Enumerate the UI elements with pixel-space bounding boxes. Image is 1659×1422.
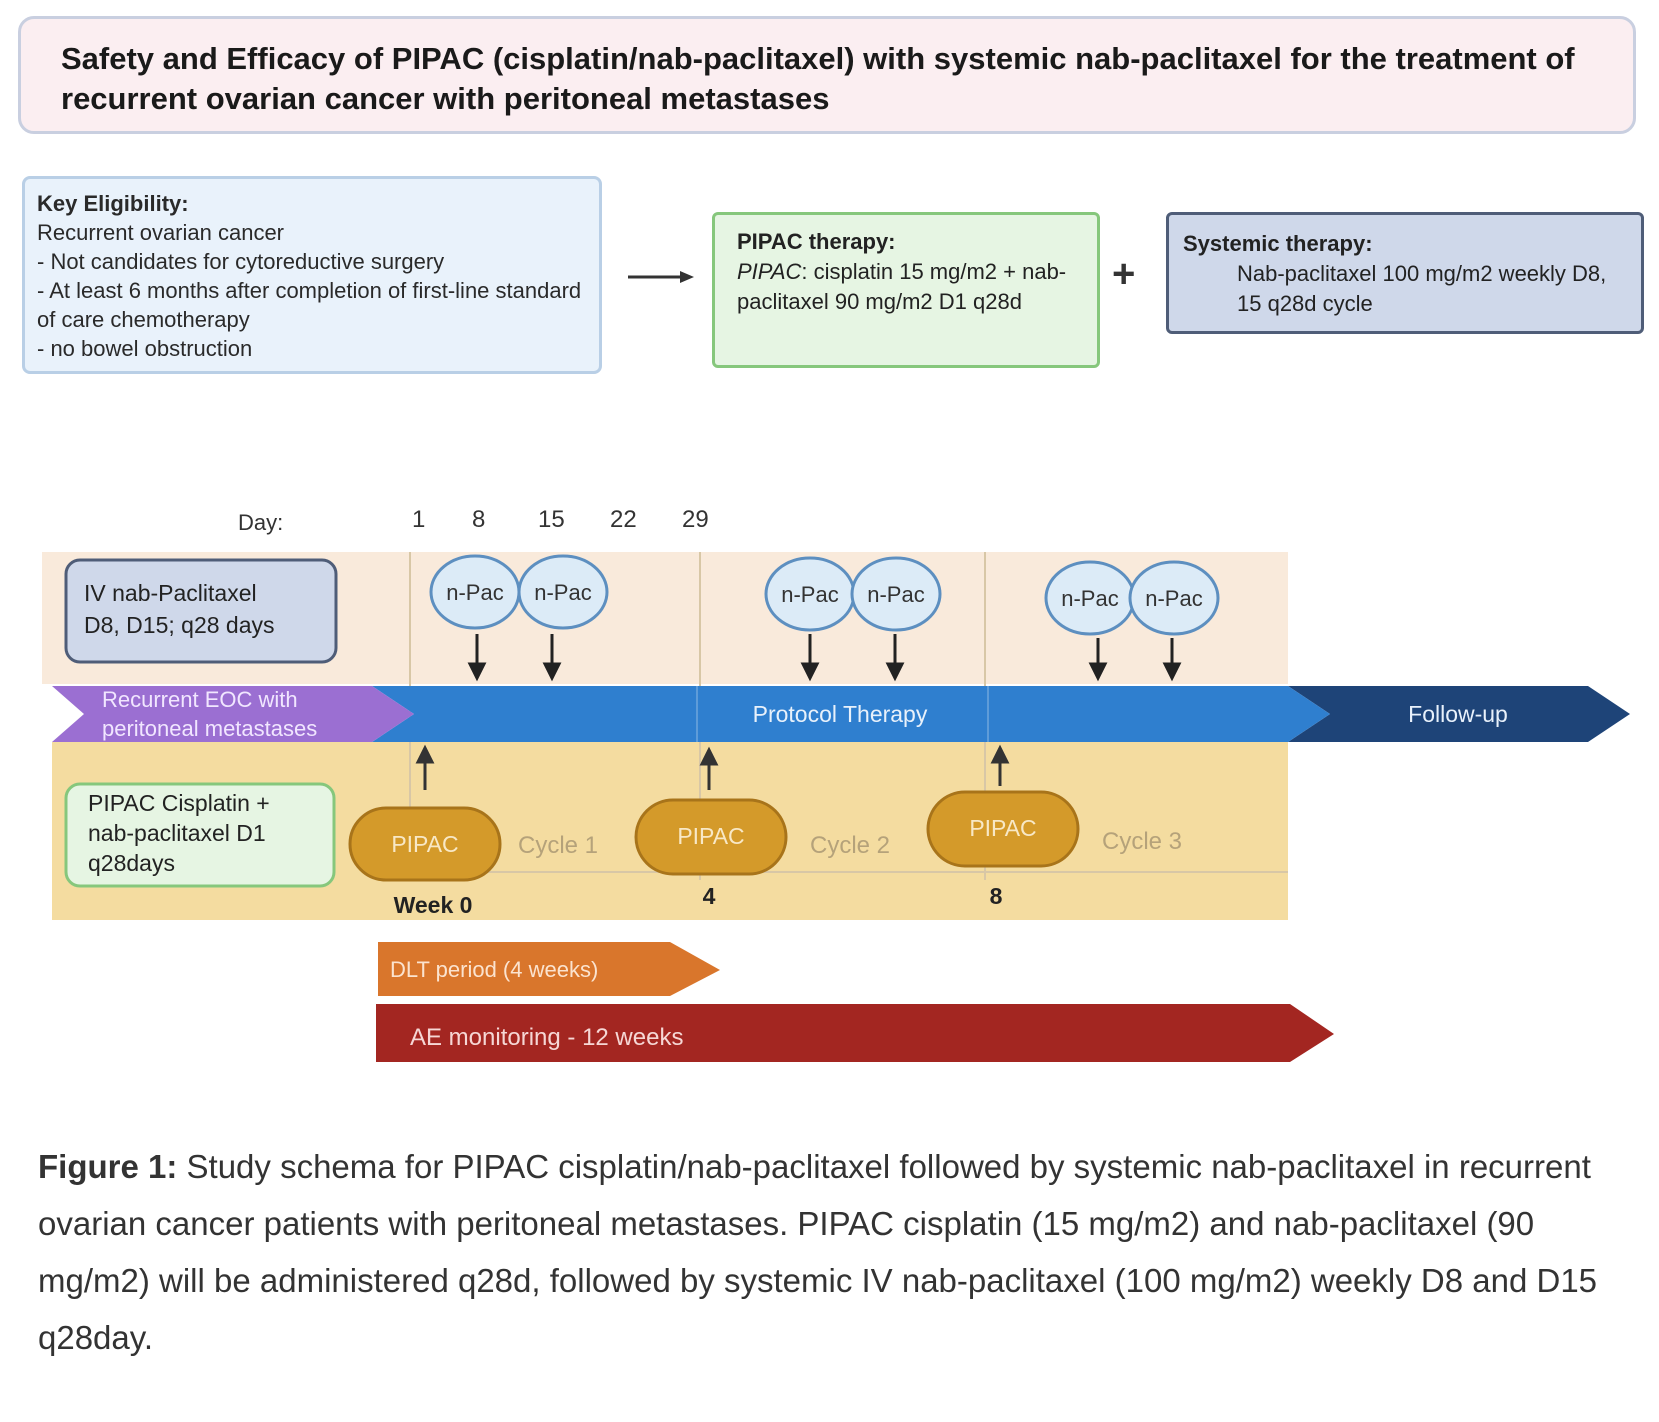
dlt-label: DLT period (4 weeks): [390, 957, 598, 982]
eligibility-line: Recurrent ovarian cancer: [37, 220, 285, 245]
pipac-therapy-body: : cisplatin 15 mg/m2 + nab-paclitaxel 90…: [737, 259, 1067, 314]
npac-node: n-Pac: [1044, 560, 1136, 636]
eligibility-line: - no bowel obstruction: [37, 336, 253, 361]
pipac-pill: [348, 806, 502, 882]
recurrent-label-2: peritoneal metastases: [102, 716, 317, 741]
caption-text: Study schema for PIPAC cisplatin/nab-pac…: [38, 1148, 1598, 1356]
npac-node: n-Pac: [517, 554, 609, 630]
week-label: 4: [703, 883, 716, 909]
pipac-box-line-1: PIPAC Cisplatin +: [88, 790, 270, 816]
protocol-therapy-label: Protocol Therapy: [753, 701, 928, 727]
npac-node: n-Pac: [429, 554, 521, 630]
npac-node: n-Pac: [1128, 560, 1220, 636]
protocol-therapy-arrow: [372, 686, 1330, 742]
pipac-therapy-heading: PIPAC therapy:: [737, 229, 896, 254]
pipac-pill-label: PIPAC: [677, 823, 744, 849]
npac-label: n-Pac: [867, 582, 924, 607]
cycle-label: Cycle 3: [1102, 828, 1182, 855]
arrow-right-icon: [628, 271, 694, 283]
pipac-pill: [926, 790, 1080, 868]
pipac-box-line-3: q28days: [88, 850, 175, 876]
followup-label: Follow-up: [1408, 701, 1508, 727]
day-number: 8: [472, 506, 486, 533]
week-label: 8: [990, 883, 1003, 909]
pipac-pill: [634, 798, 788, 876]
day-number: 29: [682, 506, 709, 533]
cycle-label: Cycle 1: [518, 832, 598, 859]
eligibility-line: - At least 6 months after completion of …: [37, 278, 582, 332]
eligibility-box: Key Eligibility: Recurrent ovarian cance…: [22, 176, 602, 374]
npac-label: n-Pac: [446, 580, 503, 605]
eligibility-line: - Not candidates for cytoreductive surge…: [37, 249, 445, 274]
pipac-pill-label: PIPAC: [969, 815, 1036, 841]
pipac-cisplatin-box: [64, 782, 336, 888]
day-number: 15: [538, 506, 565, 533]
ae-label: AE monitoring - 12 weeks: [410, 1024, 683, 1051]
cycle-label: Cycle 2: [810, 832, 890, 859]
day-number: 22: [610, 506, 637, 533]
recurrent-eoc-arrow: [52, 686, 414, 742]
plus-sign: +: [1112, 252, 1136, 296]
npac-label: n-Pac: [1061, 586, 1118, 611]
day-label: Day:: [238, 510, 284, 535]
figure-title: Safety and Efficacy of PIPAC (cisplatin/…: [18, 16, 1636, 134]
npac-label: n-Pac: [534, 580, 591, 605]
dlt-period-arrow: [378, 942, 720, 996]
figure-caption: Figure 1: Study schema for PIPAC cisplat…: [38, 1138, 1638, 1366]
iv-nab-paclitaxel-box: [64, 558, 338, 664]
ae-monitoring-arrow: [376, 1004, 1334, 1062]
week-label: Week 0: [394, 892, 473, 918]
npac-label: n-Pac: [781, 582, 838, 607]
systemic-therapy-heading: Systemic therapy:: [1183, 231, 1373, 256]
systemic-therapy-box: Systemic therapy: Nab-paclitaxel 100 mg/…: [1166, 212, 1644, 334]
npac-node: n-Pac: [850, 556, 942, 632]
pipac-therapy-box: PIPAC therapy: PIPAC: cisplatin 15 mg/m2…: [712, 212, 1100, 368]
day-number: 1: [412, 506, 426, 533]
caption-heading: Figure 1:: [38, 1148, 178, 1185]
followup-arrow: [1288, 686, 1630, 742]
npac-label: n-Pac: [1145, 586, 1202, 611]
eligibility-heading: Key Eligibility:: [37, 191, 189, 216]
pipac-pill-label: PIPAC: [391, 831, 458, 857]
systemic-therapy-body: Nab-paclitaxel 100 mg/m2 weekly D8, 15 q…: [1237, 261, 1607, 316]
iv-box-line-1: IV nab-Paclitaxel: [84, 580, 257, 606]
iv-box-line-2: D8, D15; q28 days: [84, 612, 275, 638]
pipac-italic-prefix: PIPAC: [737, 259, 802, 284]
pipac-box-line-2: nab-paclitaxel D1: [88, 820, 266, 846]
npac-node: n-Pac: [764, 556, 856, 632]
recurrent-label-1: Recurrent EOC with: [102, 687, 298, 712]
